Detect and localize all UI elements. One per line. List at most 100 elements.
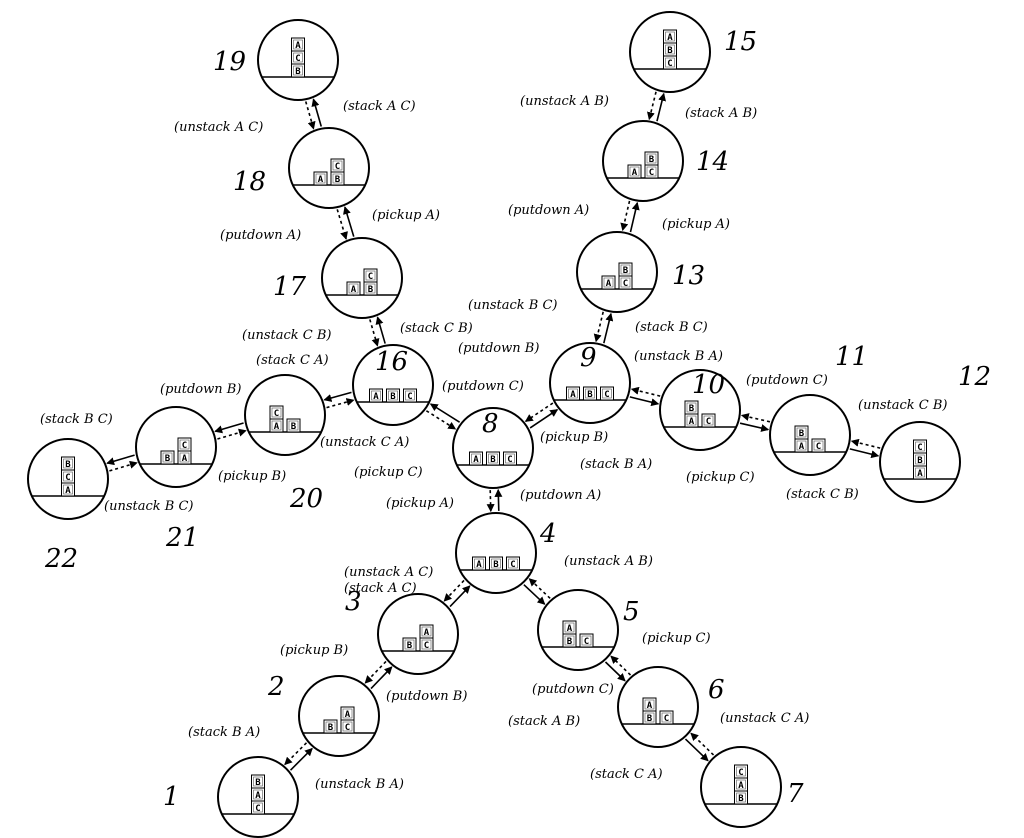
svg-text:B: B: [649, 155, 655, 165]
state-circle: [455, 512, 537, 594]
block-c: C: [644, 164, 659, 179]
block-a: A: [663, 29, 677, 44]
state-number: 6: [708, 675, 725, 705]
state-number: 4: [539, 519, 557, 549]
block-a: A: [642, 697, 657, 712]
block-a: A: [291, 37, 305, 52]
block-b: B: [330, 171, 345, 186]
edge-arrow-backward: [486, 490, 495, 513]
labels-layer: (unstack B A)(stack B A)(putdown B)(pick…: [40, 27, 991, 812]
state-circle: [244, 374, 326, 456]
edge-label-backward: (unstack B C): [104, 499, 193, 514]
state-number: 3: [345, 587, 362, 617]
state-number: 17: [273, 272, 307, 302]
edge-arrow-backward: [850, 438, 881, 449]
edge-arrow-forward: [739, 422, 770, 432]
edge-arrow-forward: [343, 206, 355, 237]
block-a: A: [469, 451, 483, 466]
svg-text:B: B: [567, 637, 573, 647]
state-circle: [377, 593, 459, 675]
state-circle: [576, 231, 658, 313]
edge-label-backward: (putdown A): [508, 203, 589, 218]
edge-label-forward: (pickup B): [218, 469, 286, 484]
edge-label-backward: (unstack C A): [720, 711, 809, 726]
block-a: A: [269, 418, 284, 433]
edge-label-backward: (unstack A B): [520, 94, 609, 109]
state-number: 22: [44, 544, 78, 574]
edge-arrow-backward: [630, 386, 661, 397]
edge-label-forward: (pickup C): [686, 470, 755, 485]
block-a: A: [913, 465, 927, 480]
svg-text:C: C: [667, 59, 672, 69]
state-number: 16: [375, 347, 408, 377]
state-number: 7: [787, 779, 804, 809]
svg-text:B: B: [407, 641, 413, 651]
state-circle: [288, 127, 370, 209]
edge-label-backward: (unstack B C): [468, 298, 557, 313]
svg-text:B: B: [493, 560, 499, 570]
svg-text:B: B: [295, 67, 301, 77]
state-number: 18: [233, 167, 266, 197]
edge-arrow-forward: [449, 585, 471, 608]
state-node: ABC: [629, 11, 711, 93]
block-b: B: [291, 63, 305, 78]
state-node: CBA: [879, 421, 961, 503]
svg-text:B: B: [587, 390, 593, 400]
state-circle: [452, 407, 534, 489]
edge-label-backward: (putdown C): [746, 373, 828, 388]
edge-label-backward: (unstack C A): [320, 435, 409, 450]
svg-text:B: B: [490, 455, 496, 465]
block-c: C: [330, 158, 345, 173]
block-b: B: [286, 418, 301, 433]
svg-text:C: C: [507, 455, 512, 465]
edge-label-backward: (putdown B): [458, 341, 539, 356]
block-c: C: [663, 55, 677, 70]
svg-text:B: B: [165, 454, 171, 464]
svg-text:C: C: [345, 723, 350, 733]
edge-arrow-forward: [849, 448, 880, 459]
state-number: 12: [958, 362, 991, 392]
state-number: 8: [482, 409, 499, 439]
state-circle: [135, 406, 217, 488]
svg-text:A: A: [473, 455, 479, 465]
edge-arrow-forward: [494, 488, 503, 511]
state-circle: [549, 342, 631, 424]
svg-text:A: A: [255, 791, 261, 801]
edge-arrow-forward: [429, 403, 461, 423]
state-number: 2: [267, 672, 285, 702]
edge-label-forward: (unstack A C): [344, 565, 433, 580]
svg-text:C: C: [295, 54, 300, 64]
edge-arrow-forward: [375, 316, 386, 344]
block-a: A: [684, 413, 699, 428]
block-a: A: [61, 482, 75, 497]
edge-label-forward: (pickup A): [386, 496, 454, 511]
svg-text:B: B: [291, 422, 297, 432]
svg-text:C: C: [274, 409, 279, 419]
svg-text:C: C: [182, 441, 187, 451]
block-a: A: [346, 281, 361, 296]
state-number: 13: [672, 261, 705, 291]
svg-text:C: C: [65, 473, 70, 483]
state-circle: [298, 675, 380, 757]
svg-text:C: C: [706, 417, 711, 427]
svg-text:A: A: [373, 392, 379, 402]
edge-label-forward: (pickup A): [372, 208, 440, 223]
block-c: C: [363, 268, 378, 283]
state-number: 10: [692, 370, 725, 400]
state-number: 5: [623, 597, 640, 627]
edge-arrow-backward: [443, 579, 465, 602]
edge-arrow-backward: [369, 319, 380, 347]
block-c: C: [659, 710, 674, 725]
state-number: 14: [696, 147, 729, 177]
svg-text:A: A: [647, 701, 653, 711]
edge-arrow-forward: [289, 747, 313, 771]
state-node: BAC: [298, 675, 380, 757]
block-b: B: [61, 456, 75, 471]
edge-label-backward: (stack B A): [188, 725, 260, 740]
block-a: A: [369, 388, 383, 403]
block-b: B: [486, 451, 500, 466]
state-circle: [352, 344, 434, 426]
